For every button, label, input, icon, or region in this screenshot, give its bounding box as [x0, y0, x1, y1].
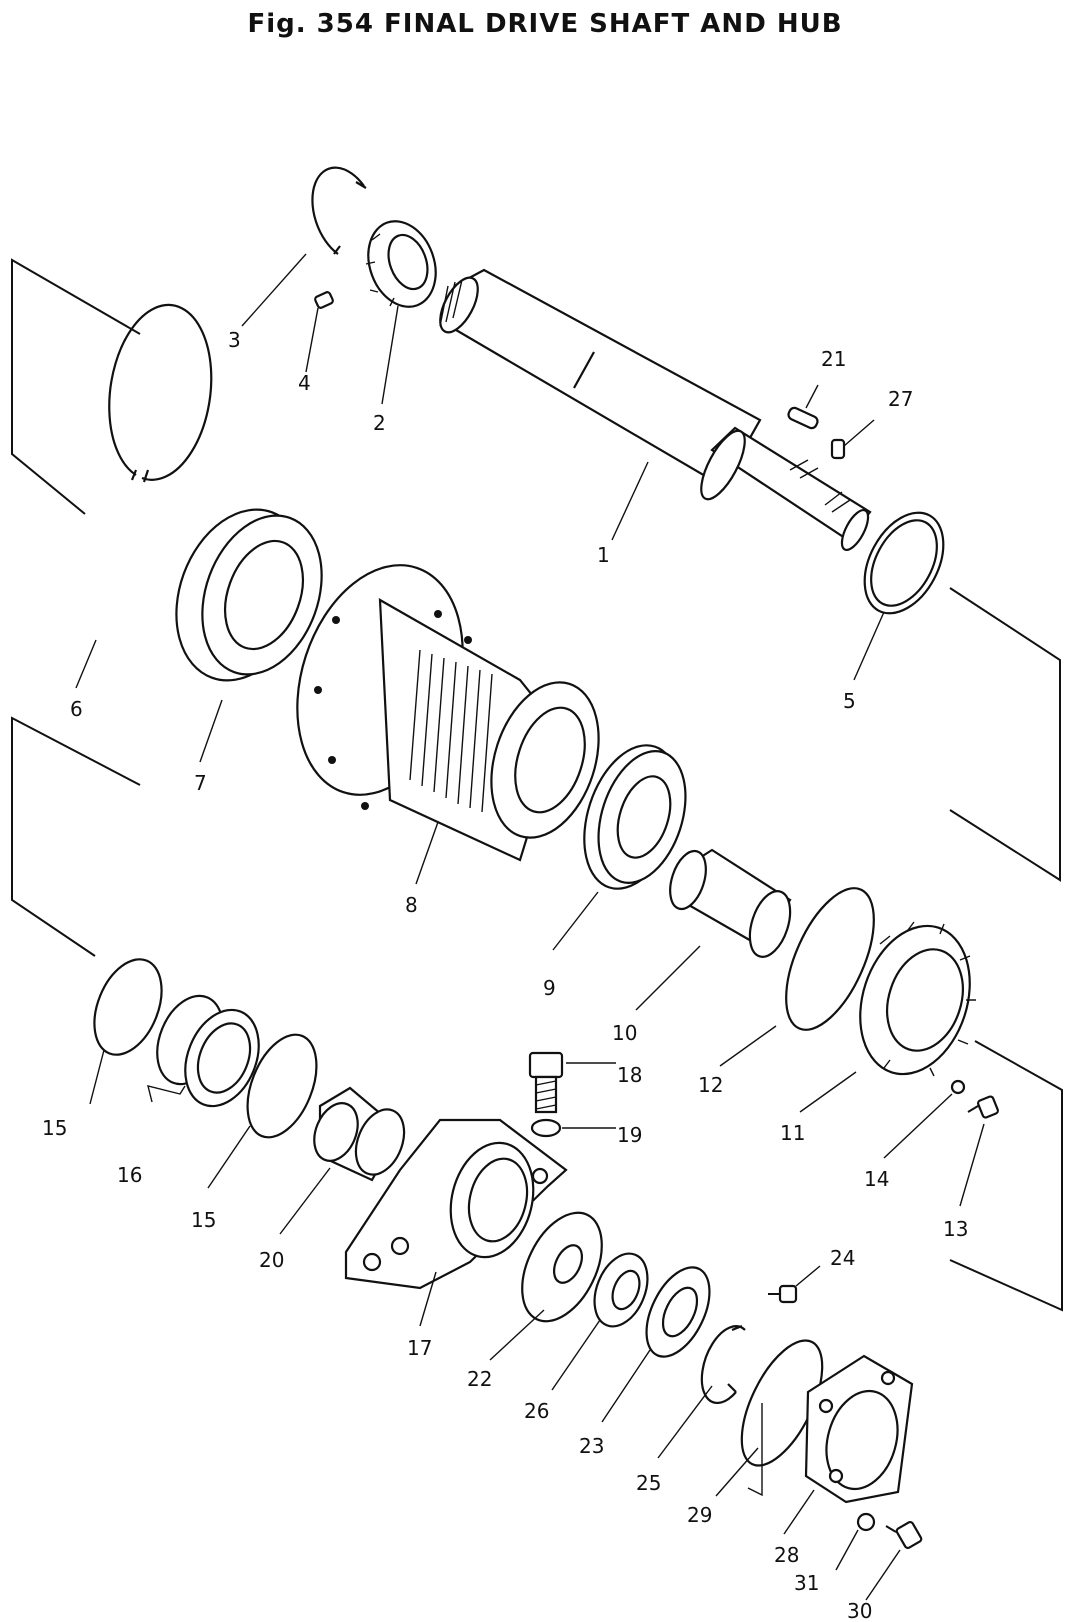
- part-13-bolt: [967, 1095, 999, 1119]
- callout-28: 28: [774, 1543, 799, 1567]
- part-4-screw: [314, 291, 334, 309]
- part-2-lock-nut: [365, 220, 437, 308]
- callout-31: 31: [794, 1571, 819, 1595]
- part-28-cover: [804, 1354, 914, 1504]
- part-12-o-ring: [785, 887, 875, 1031]
- callout-30: 30: [847, 1599, 872, 1622]
- part-10-sleeve: [669, 848, 792, 958]
- part-17-housing: [344, 1118, 568, 1290]
- figure-title: Fig. 354 FINAL DRIVE SHAFT AND HUB: [247, 9, 842, 39]
- part-26-nut: [593, 1252, 649, 1328]
- part-27-pin: [830, 438, 846, 460]
- callout-15-left: 15: [42, 1116, 67, 1140]
- part-9-bearing: [583, 744, 687, 890]
- assembly-bracket-lines: [11, 258, 1063, 1497]
- callout-6: 6: [70, 697, 83, 721]
- callout-7: 7: [194, 771, 207, 795]
- part-30-bolt: [885, 1520, 923, 1550]
- callout-1: 1: [597, 543, 610, 567]
- leader-lines: [75, 253, 985, 1601]
- callout-25: 25: [636, 1471, 661, 1495]
- callout-16: 16: [117, 1163, 142, 1187]
- callout-labels: 1 2 3 4 5 6 7 8 9 10 11 12 13 14 15 15 1…: [42, 328, 968, 1622]
- part-18-bolt: [528, 1051, 564, 1114]
- callout-22: 22: [467, 1367, 492, 1391]
- callout-19: 19: [617, 1123, 642, 1147]
- callout-3: 3: [228, 328, 241, 352]
- part-8-hub: [296, 564, 600, 862]
- part-24-bolt: [768, 1284, 798, 1304]
- callout-8: 8: [405, 893, 418, 917]
- part-20-bushing: [313, 1086, 406, 1182]
- callout-14: 14: [864, 1167, 889, 1191]
- part-11-nut: [859, 921, 976, 1077]
- part-15-o-ring-right: [246, 1033, 318, 1139]
- part-19-washer: [530, 1118, 562, 1138]
- callout-11: 11: [780, 1121, 805, 1145]
- callout-4: 4: [298, 371, 311, 395]
- part-16-seal-pair: [156, 994, 260, 1108]
- part-25-snap-ring: [700, 1324, 746, 1405]
- part-7-bearing: [175, 508, 323, 682]
- part-6-retaining-ring: [108, 303, 213, 483]
- part-5-seal-ring: [863, 511, 945, 615]
- callout-12: 12: [698, 1073, 723, 1097]
- callout-27: 27: [888, 387, 913, 411]
- part-15-o-ring-left: [93, 958, 163, 1056]
- callout-26: 26: [524, 1399, 549, 1423]
- part-31-washer: [856, 1512, 876, 1532]
- part-23-lock-washer: [645, 1266, 711, 1358]
- part-22-thrust-washer: [521, 1211, 603, 1323]
- part-3-snap-ring: [311, 166, 367, 255]
- part-1-shaft: [439, 268, 872, 551]
- callout-20: 20: [259, 1248, 284, 1272]
- callout-9: 9: [543, 976, 556, 1000]
- callout-17: 17: [407, 1336, 432, 1360]
- callout-10: 10: [612, 1021, 637, 1045]
- callout-29: 29: [687, 1503, 712, 1527]
- callout-21: 21: [821, 347, 846, 371]
- callout-23: 23: [579, 1434, 604, 1458]
- callout-24: 24: [830, 1246, 855, 1270]
- callout-13: 13: [943, 1217, 968, 1241]
- callout-15-right: 15: [191, 1208, 216, 1232]
- callout-2: 2: [373, 411, 386, 435]
- callout-18: 18: [617, 1063, 642, 1087]
- callout-5: 5: [843, 689, 856, 713]
- part-14-washer: [950, 1079, 966, 1095]
- part-21-key: [787, 406, 819, 430]
